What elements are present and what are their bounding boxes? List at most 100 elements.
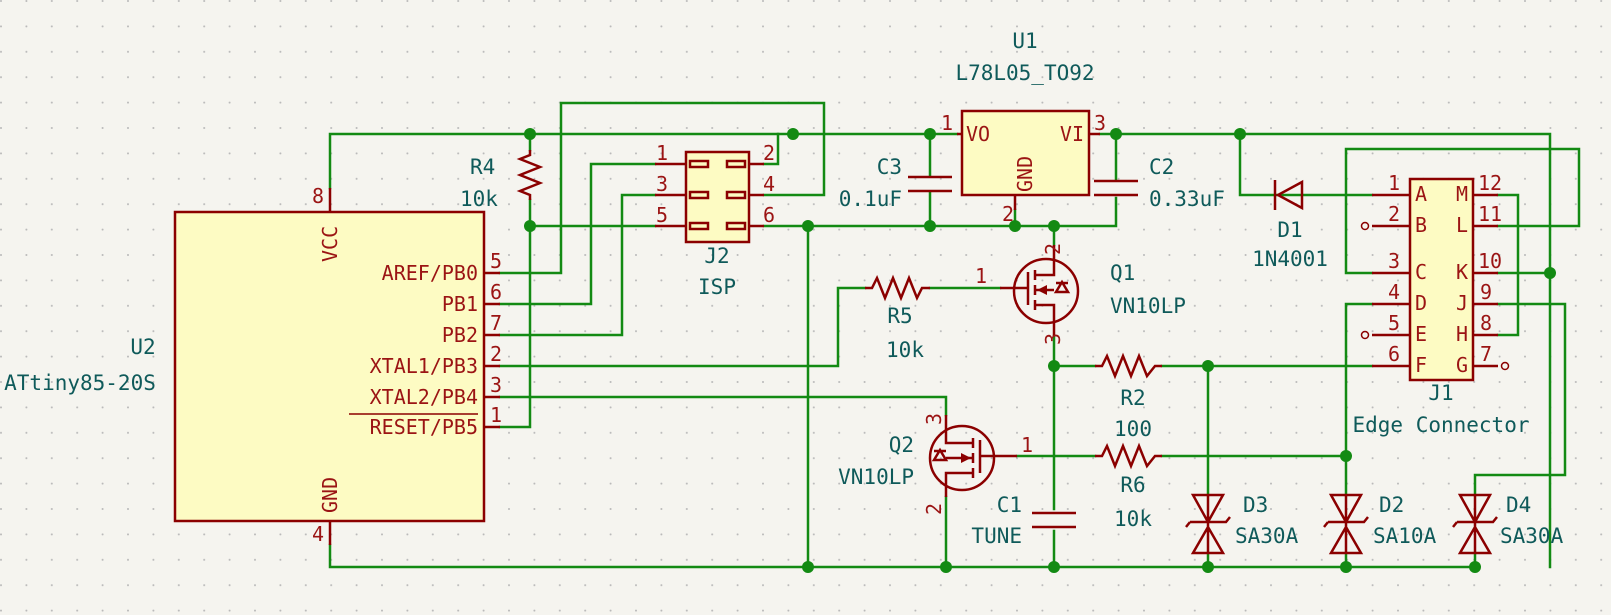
wire-pb1-to-isp1[interactable]: [498, 162, 657, 306]
j1-pin-name: K: [1456, 260, 1468, 284]
q1-pin-number-source: 3: [1041, 333, 1065, 345]
j1-body[interactable]: [1408, 177, 1475, 382]
d1-value: 1N4001: [1252, 247, 1328, 271]
junction: [1469, 561, 1481, 573]
wire-j2-pin2-vcc[interactable]: [762, 132, 780, 166]
wire-pb2-to-isp3[interactable]: [498, 193, 657, 337]
junction: [1234, 128, 1246, 140]
component-c1[interactable]: C1 TUNE: [971, 493, 1076, 548]
component-c3[interactable]: C3 0.1uF: [839, 155, 952, 211]
junction: [787, 128, 799, 140]
u1-pin-name-vi: VI: [1060, 122, 1084, 146]
j2-pin-number-1: 1: [656, 141, 668, 165]
j1-pin-number: 7: [1480, 342, 1492, 366]
d4-tvs-body: [1452, 493, 1498, 555]
j2-pin-number-2: 2: [763, 141, 775, 165]
j1-pin-name: M: [1456, 182, 1468, 206]
r6-value: 10k: [1114, 507, 1152, 531]
wire-j1-d[interactable]: [1344, 302, 1374, 458]
d3-value: SA30A: [1235, 524, 1299, 548]
component-u2[interactable]: 8 4 5 6 7 2 3 1 VCC GND AREF/PB0 PB1 PB2…: [4, 184, 502, 546]
j1-pin-number: 3: [1388, 249, 1400, 273]
component-j2[interactable]: 1 3 5 2 4 6 J2 ISP: [655, 141, 775, 299]
wire-j1-m[interactable]: [1496, 193, 1520, 337]
q2-reference: Q2: [889, 433, 914, 457]
junctions: [524, 128, 1556, 573]
u2-body[interactable]: [173, 210, 486, 523]
junction: [924, 128, 936, 140]
u2-pin-name-pb5: RESET/PB5: [370, 415, 478, 439]
junction: [940, 561, 952, 573]
c1-value: TUNE: [971, 524, 1022, 548]
component-r4[interactable]: R4 10k: [460, 150, 544, 211]
junction: [1048, 360, 1060, 372]
component-d4[interactable]: D4 SA30A: [1452, 493, 1564, 555]
junction: [1340, 450, 1352, 462]
q1-source-lead: [1035, 303, 1056, 336]
q2-arrow: [961, 453, 971, 463]
wire-gnd-rail[interactable]: [328, 543, 1477, 569]
j2-contact: [725, 190, 747, 200]
wire-pb0-to-isp4[interactable]: [498, 101, 826, 275]
j1-pin-number: 5: [1388, 311, 1400, 335]
wire-j1-j[interactable]: [1473, 302, 1567, 497]
q2-value: VN10LP: [838, 465, 914, 489]
j2-pin-number-4: 4: [763, 172, 775, 196]
no-connect-marker: [1360, 221, 1370, 231]
j2-contact: [725, 221, 747, 231]
wire-vcc-rail[interactable]: [328, 132, 959, 190]
q2-body-diode: [931, 447, 949, 462]
r5-resistor-zigzag: [865, 274, 930, 302]
component-r5[interactable]: R5 10k: [865, 274, 930, 362]
q1-pin-number-gate: 1: [975, 264, 987, 288]
wire-pb3-to-r5[interactable]: [498, 286, 867, 368]
u1-body[interactable]: [960, 109, 1091, 197]
component-j1[interactable]: 1 2 3 4 5 6 12 11 10 9 8 7 A B C D E F M…: [1352, 171, 1529, 437]
u2-pin-name-pb0: AREF/PB0: [382, 261, 478, 285]
junction: [802, 220, 814, 232]
u2-pin-name-vcc: VCC: [318, 226, 342, 262]
r5-value: 10k: [886, 338, 924, 362]
component-q2[interactable]: 1 3 2 Q2 VN10LP: [838, 413, 1033, 515]
q2-pin-number-drain: 3: [922, 413, 946, 425]
r6-reference: R6: [1120, 473, 1145, 497]
u1-pin-name-gnd: GND: [1013, 156, 1037, 192]
wire-pb4-to-q2[interactable]: [498, 395, 948, 417]
d1-diode-triangle: [1275, 179, 1304, 211]
wire-j1-c[interactable]: [1344, 147, 1581, 275]
component-d1[interactable]: D1 1N4001: [1252, 179, 1328, 271]
j1-pin-name: E: [1415, 322, 1427, 346]
u1-pin-number-vi: 3: [1094, 111, 1106, 135]
wire-gnd-top[interactable]: [806, 196, 1118, 228]
component-u1[interactable]: 1 3 2 VO VI GND U1 L78L05_TO92: [941, 29, 1106, 226]
component-d3[interactable]: D3 SA30A: [1185, 493, 1299, 555]
component-q1[interactable]: 1 2 3 Q1 VN10LP: [975, 243, 1186, 345]
u2-pin-number-pb1: 6: [490, 280, 502, 304]
junction: [1544, 267, 1556, 279]
j1-pin-number: 4: [1388, 280, 1400, 304]
q2-pin-number-source: 2: [922, 503, 946, 515]
j2-reference: J2: [704, 244, 729, 268]
wire-vi[interactable]: [1098, 132, 1552, 569]
q1-value: VN10LP: [1110, 294, 1186, 318]
q2-source-lead: [944, 471, 973, 497]
j1-pin-number: 1: [1388, 171, 1400, 195]
component-c2[interactable]: C2 0.33uF: [1094, 155, 1225, 211]
j1-pin-name: H: [1456, 322, 1468, 346]
u2-pin-name-pb2: PB2: [442, 323, 478, 347]
j1-pin-number: 2: [1388, 202, 1400, 226]
j1-value: Edge Connector: [1352, 413, 1529, 437]
junction: [1048, 220, 1060, 232]
component-r6[interactable]: R6 10k: [1095, 442, 1162, 531]
j1-pin-number: 9: [1480, 280, 1492, 304]
junction: [1048, 561, 1060, 573]
component-d2[interactable]: D2 SA10A: [1323, 493, 1437, 555]
q1-body-circle: [1012, 257, 1080, 325]
component-r2[interactable]: R2 100: [1095, 352, 1162, 441]
wire-reset-to-u2[interactable]: [498, 224, 532, 429]
wire-d1[interactable]: [1238, 132, 1374, 197]
j1-pin-number: 11: [1478, 202, 1502, 226]
j1-pin-name: F: [1415, 353, 1427, 377]
u2-pin-number-vcc: 8: [312, 184, 324, 208]
u2-pin-number-pb3: 2: [490, 342, 502, 366]
